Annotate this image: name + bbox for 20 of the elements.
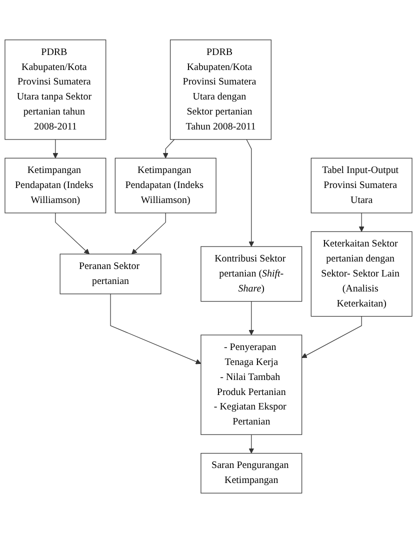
- arrow: [358, 212, 364, 232]
- node-box: Tabel Input-Output Provinsi Sumatera Utara: [310, 158, 412, 214]
- node-box: Ketimpangan Pendapatan (Indeks Williamson): [4, 158, 106, 214]
- arrow: [248, 301, 254, 336]
- node-box: - Penyerapan Tenaga Kerja - Nilai Tambah Produk Pertanian - Kegiatan Ekspor Pertanian: [200, 334, 302, 435]
- arrow: [132, 212, 166, 254]
- arrow: [246, 139, 254, 247]
- node-box: PDRB Kabupaten/Kota Provinsi Sumatera Utara dengan Sektor pertanian Tahun 2008-2011: [170, 40, 272, 140]
- node-box: Peranan Sektor pertanian: [60, 254, 162, 294]
- arrow: [248, 434, 254, 454]
- node-box: Saran Pengurangan Ketimpangan: [200, 452, 302, 494]
- node-box: PDRB Kabupaten/Kota Provinsi Sumatera Utara tanpa Sektor pertanian tahun 2008-2011: [4, 40, 106, 140]
- arrow: [55, 212, 90, 254]
- arrow: [52, 139, 58, 158]
- node-box: Kontribusi Sektor pertanian (Shift-Share): [200, 246, 302, 302]
- node-box: Keterkaitan Sektor pertanian dengan Sektor- Sektor Lain (Analisis Keterkaitan): [310, 231, 412, 317]
- arrow: [110, 294, 202, 364]
- arrow: [302, 316, 362, 358]
- arrow: [162, 139, 175, 158]
- node-box: Ketimpangan Pendapatan (Indeks Williamson): [114, 158, 216, 214]
